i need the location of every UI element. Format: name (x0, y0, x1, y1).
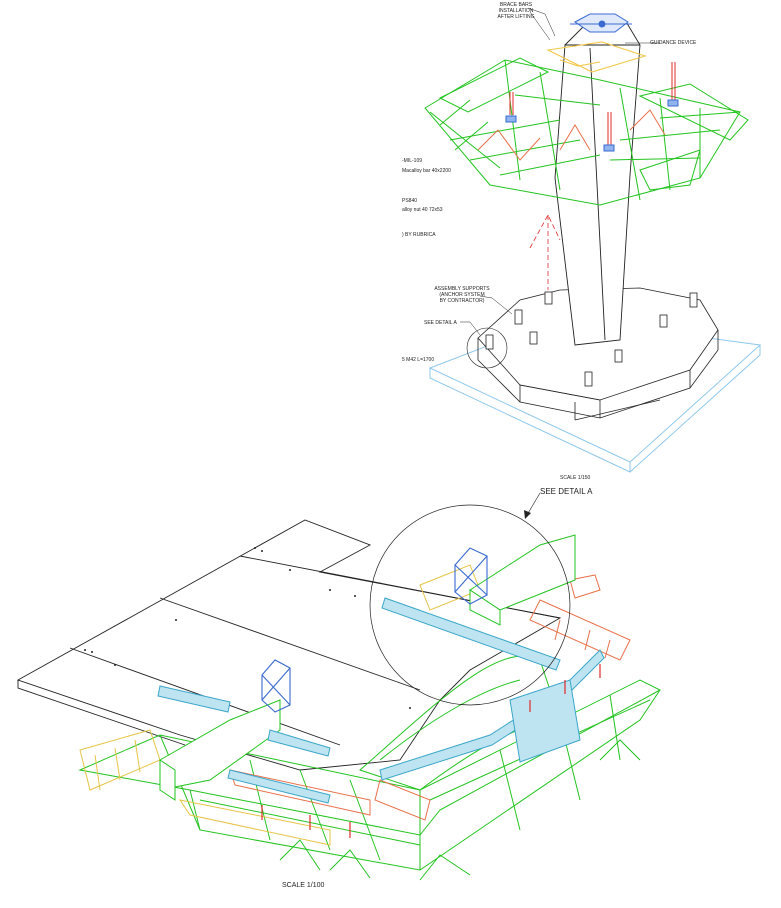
assembly-line-2: (ANCHOR SYSTEM (439, 292, 485, 298)
detail-a-leader (526, 492, 541, 516)
brace-bars-callout: BRACE BARS INSTALLATION AFTER LIFTING (488, 2, 544, 20)
deck-marks (84, 547, 411, 709)
detail-a-circle (369, 504, 571, 706)
see-detail-a-bottom: SEE DETAIL A (540, 487, 593, 496)
scale-bottom: SCALE 1/100 (282, 882, 325, 889)
brace-bars-line-2: INSTALLATION (498, 8, 534, 14)
note-1: -MIL-109 (402, 158, 423, 164)
top-view-pier-assembly (424, 7, 762, 473)
note-5: ) BY RUBRICA (402, 232, 436, 238)
pier-head (570, 13, 632, 33)
launching-beams (159, 534, 576, 801)
assembly-line-1: ASSEMBLY SUPPORTS (434, 286, 490, 292)
see-detail-a-top: SEE DETAIL A (424, 320, 457, 326)
jacks (261, 664, 601, 838)
guidance-device (546, 41, 647, 73)
deck-slab (16, 519, 562, 771)
gantry-towers (261, 547, 488, 713)
guidance-device-label: GUIDANCE DEVICE (650, 40, 697, 46)
bottom-view-formwork (16, 492, 662, 881)
note-3: PS840 (402, 198, 418, 204)
note-4: alloy nut 40 72x53 (402, 207, 443, 213)
assembly-supports (485, 291, 698, 387)
brace-bars-line-1: BRACE BARS (499, 2, 533, 8)
detail-a-arrowhead (524, 510, 531, 519)
assembly-supports-callout: ASSEMBLY SUPPORTS (ANCHOR SYSTEM BY CONT… (432, 286, 492, 304)
detail-a-marker-top (466, 327, 508, 369)
scale-top: SCALE 1/150 (560, 475, 591, 481)
lifting-axis (529, 214, 561, 290)
bracing-and-jacks (477, 62, 679, 161)
note-6: 5 M42 L=1700 (402, 357, 435, 363)
pier-column (554, 19, 641, 346)
platform-structure (424, 57, 749, 206)
note-2: Macalloy bar 40x2200 (402, 168, 451, 174)
assembly-line-3: BY CONTRACTOR) (439, 298, 485, 304)
brace-bars-line-3: AFTER LIFTING (497, 14, 535, 20)
leader-lines-top (460, 7, 660, 336)
transverse-beams (157, 597, 605, 804)
pile-cap (477, 287, 719, 421)
